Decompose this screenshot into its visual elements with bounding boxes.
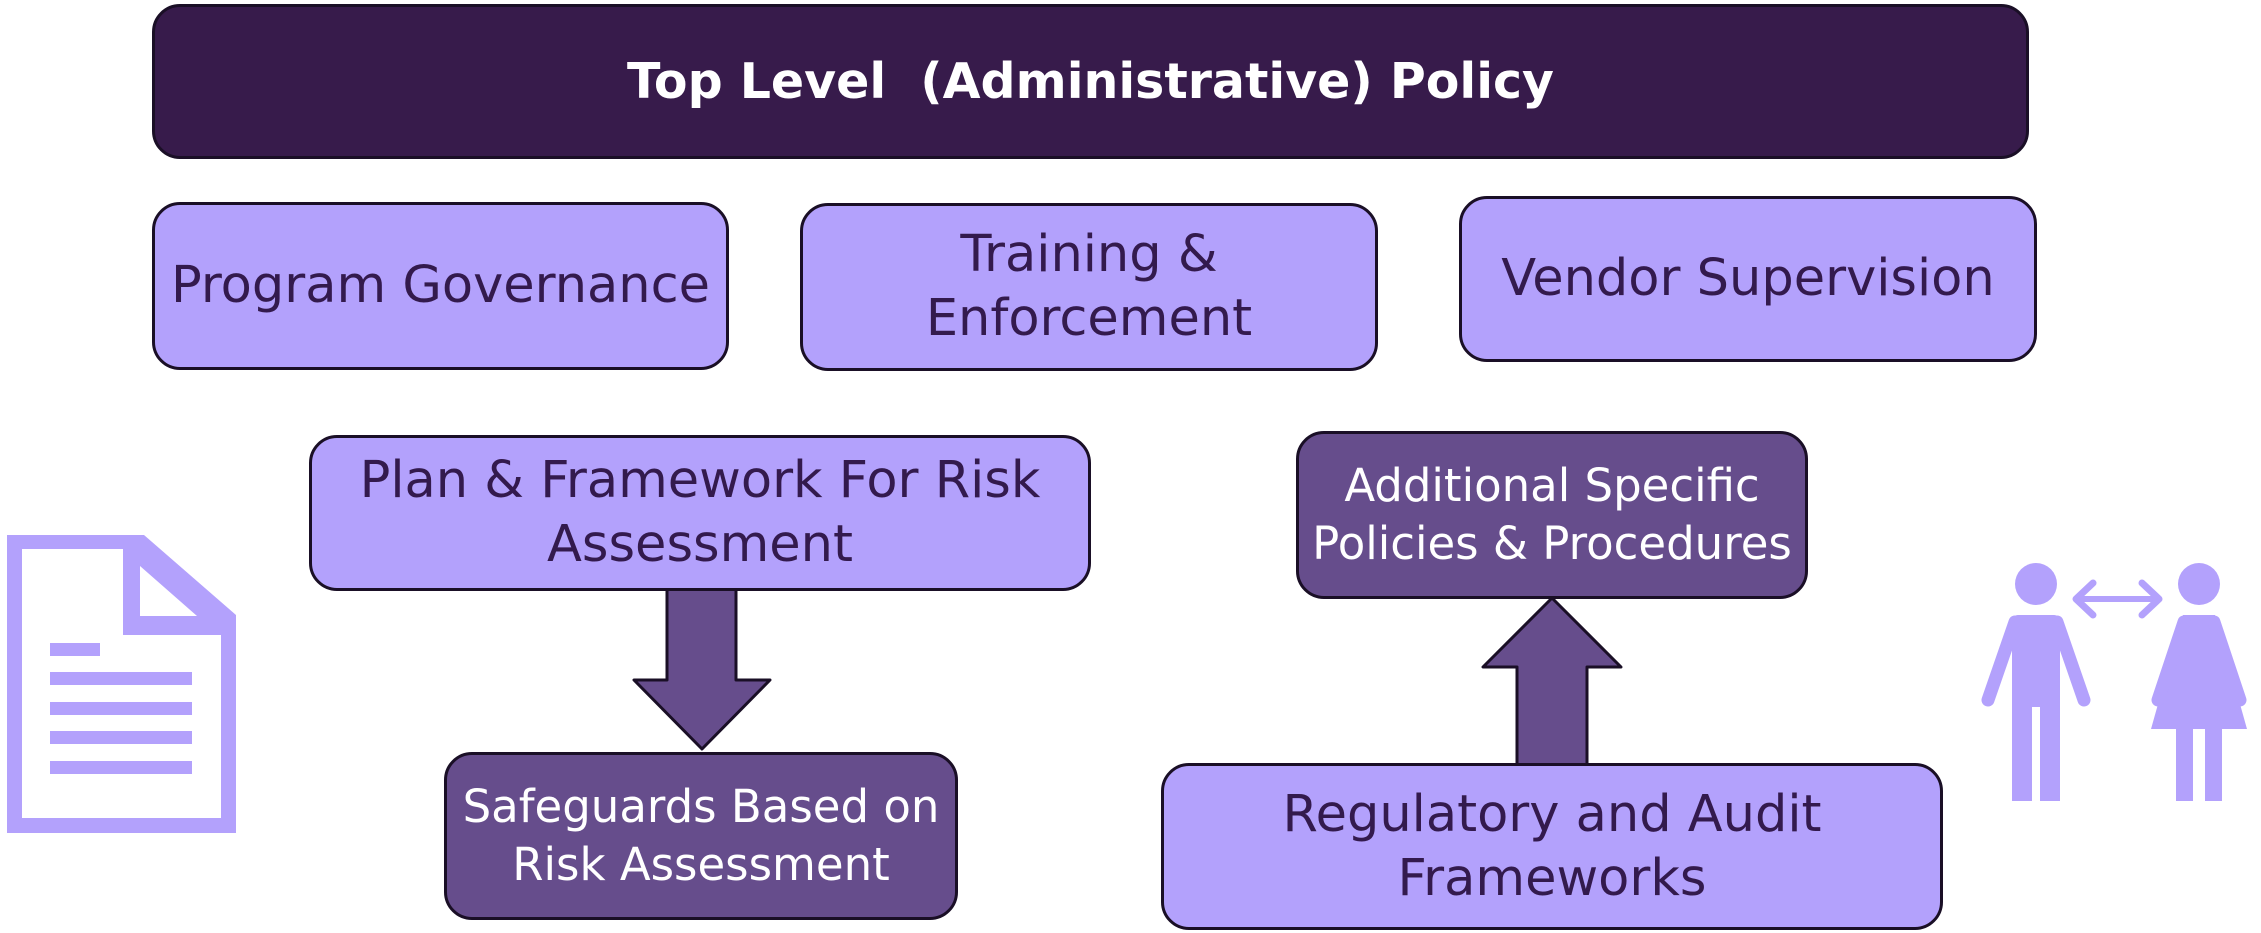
program-governance-box: Program Governance xyxy=(152,202,729,370)
specific-policies-box: Additional Specific Policies & Procedure… xyxy=(1296,431,1808,599)
top-policy-label: Top Level (Administrative) Policy xyxy=(626,53,1554,110)
document-icon xyxy=(7,535,236,833)
specific-policies-label-line2: Policies & Procedures xyxy=(1312,517,1792,570)
top-policy-box: Top Level (Administrative) Policy xyxy=(152,4,2029,159)
regulatory-label-line1: Regulatory and Audit xyxy=(1282,784,1822,844)
regulatory-label-line2: Frameworks xyxy=(1397,848,1707,908)
vendor-supervision-label: Vendor Supervision xyxy=(1501,249,1995,308)
specific-policies-label-line1: Additional Specific xyxy=(1344,459,1760,512)
training-enforcement-label-line1: Training & xyxy=(960,225,1218,284)
training-enforcement-label-line2: Enforcement xyxy=(925,289,1253,348)
up-arrow xyxy=(1481,596,1623,769)
safeguards-label-line1: Safeguards Based on xyxy=(462,780,940,833)
risk-plan-label-line1: Plan & Framework For Risk xyxy=(359,451,1041,510)
training-enforcement-box: Training & Enforcement xyxy=(800,203,1378,371)
vendor-supervision-box: Vendor Supervision xyxy=(1459,196,2037,362)
people-exchange-icon xyxy=(1981,563,2247,801)
regulatory-box: Regulatory and Audit Frameworks xyxy=(1161,763,1943,930)
down-arrow xyxy=(632,586,772,751)
risk-plan-box: Plan & Framework For Risk Assessment xyxy=(309,435,1091,591)
safeguards-label-line2: Risk Assessment xyxy=(512,838,890,891)
program-governance-label: Program Governance xyxy=(170,256,711,315)
risk-plan-label-line2: Assessment xyxy=(547,515,853,574)
safeguards-box: Safeguards Based on Risk Assessment xyxy=(444,752,958,920)
